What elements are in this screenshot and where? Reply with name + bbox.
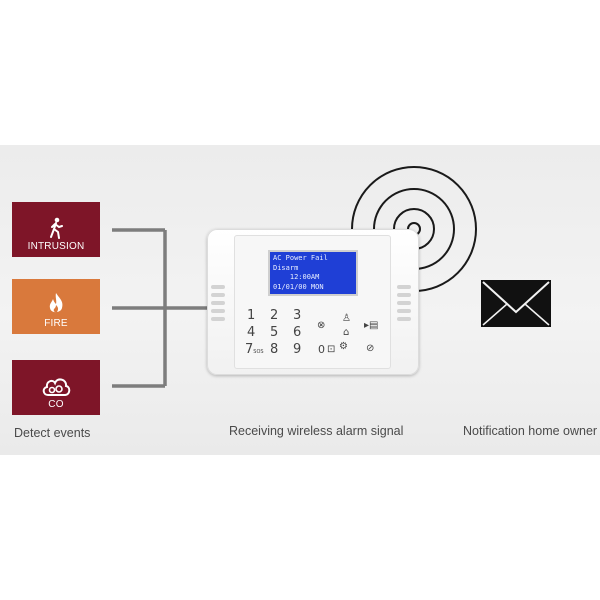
key-9[interactable]: 9 bbox=[293, 342, 302, 357]
arm-away-key-icon[interactable]: ♙ bbox=[342, 313, 351, 324]
lcd-line-time: 12:00AM bbox=[273, 273, 320, 281]
key-1[interactable]: 1 bbox=[247, 308, 256, 323]
key-7[interactable]: 7SOS bbox=[245, 342, 264, 357]
event-co: CO bbox=[12, 360, 100, 415]
event-intrusion: INTRUSION bbox=[12, 202, 100, 257]
key-7-sos-label: SOS bbox=[253, 349, 264, 355]
walking-person-icon bbox=[50, 217, 63, 239]
key-6[interactable]: 6 bbox=[293, 325, 302, 340]
record-key-icon[interactable]: ▸▤ bbox=[364, 320, 379, 331]
event-fire: FIRE bbox=[12, 279, 100, 334]
key-4[interactable]: 4 bbox=[247, 325, 256, 340]
lock-key-icon[interactable]: ⊡ bbox=[327, 344, 336, 355]
key-8[interactable]: 8 bbox=[270, 342, 279, 357]
cancel-key-icon[interactable]: ⊗ bbox=[317, 320, 326, 331]
lcd-line-date: 01/01/00 MON bbox=[273, 282, 324, 291]
key-7-digit: 7 bbox=[245, 342, 254, 357]
alarm-control-panel bbox=[207, 229, 419, 375]
lcd-line-status: AC Power Fail bbox=[273, 254, 328, 262]
flame-icon bbox=[49, 293, 63, 313]
key-2[interactable]: 2 bbox=[270, 308, 279, 323]
key-0[interactable]: 0 bbox=[318, 343, 325, 356]
connector-bracket bbox=[112, 228, 207, 388]
lcd-line-mode: Disarm bbox=[273, 263, 299, 272]
event-label: INTRUSION bbox=[27, 241, 85, 252]
lcd-display: AC Power Fail Disarm 12:00AM 01/01/00 MO… bbox=[268, 250, 358, 296]
settings-key-icon[interactable]: ⚙ bbox=[339, 341, 348, 352]
arm-home-key-icon[interactable]: ⌂ bbox=[343, 327, 350, 338]
confirm-key-icon[interactable]: ⊘ bbox=[366, 343, 375, 354]
event-label: CO bbox=[48, 399, 64, 410]
caption-receiving-signal: Receiving wireless alarm signal bbox=[229, 424, 404, 438]
key-5[interactable]: 5 bbox=[270, 325, 279, 340]
event-label: FIRE bbox=[44, 318, 68, 329]
key-3[interactable]: 3 bbox=[293, 308, 302, 323]
envelope-icon bbox=[481, 280, 551, 327]
caption-notification: Notification home owner bbox=[463, 424, 598, 438]
caption-detect-events: Detect events bbox=[14, 426, 91, 440]
cloud-icon bbox=[42, 378, 71, 396]
